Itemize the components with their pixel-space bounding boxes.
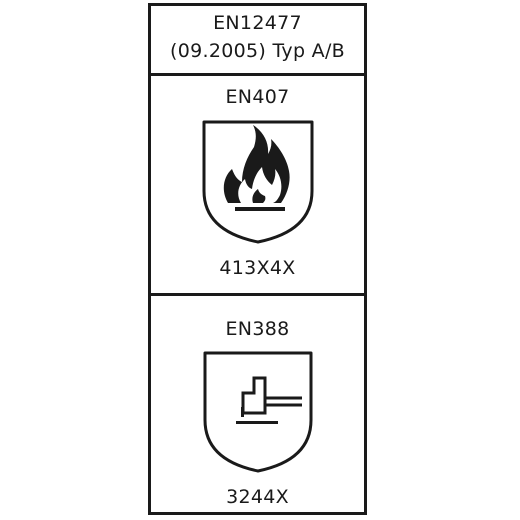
flame-icon: [202, 120, 313, 244]
header-detail: (09.2005) Typ A/B: [170, 40, 345, 62]
mechanical-standard: EN388: [225, 318, 290, 340]
heat-section: EN407 413X4X: [151, 76, 364, 296]
mechanical-section: EN388 3244X: [151, 296, 364, 512]
heat-standard: EN407: [225, 86, 290, 108]
heat-code: 413X4X: [219, 257, 296, 279]
mechanical-code: 3244X: [226, 486, 289, 508]
header-standard: EN12477: [213, 12, 302, 34]
certification-label: EN12477 (09.2005) Typ A/B EN407 413X4X E…: [148, 3, 367, 515]
header-section: EN12477 (09.2005) Typ A/B: [151, 6, 364, 76]
hammer-icon: [203, 351, 312, 473]
